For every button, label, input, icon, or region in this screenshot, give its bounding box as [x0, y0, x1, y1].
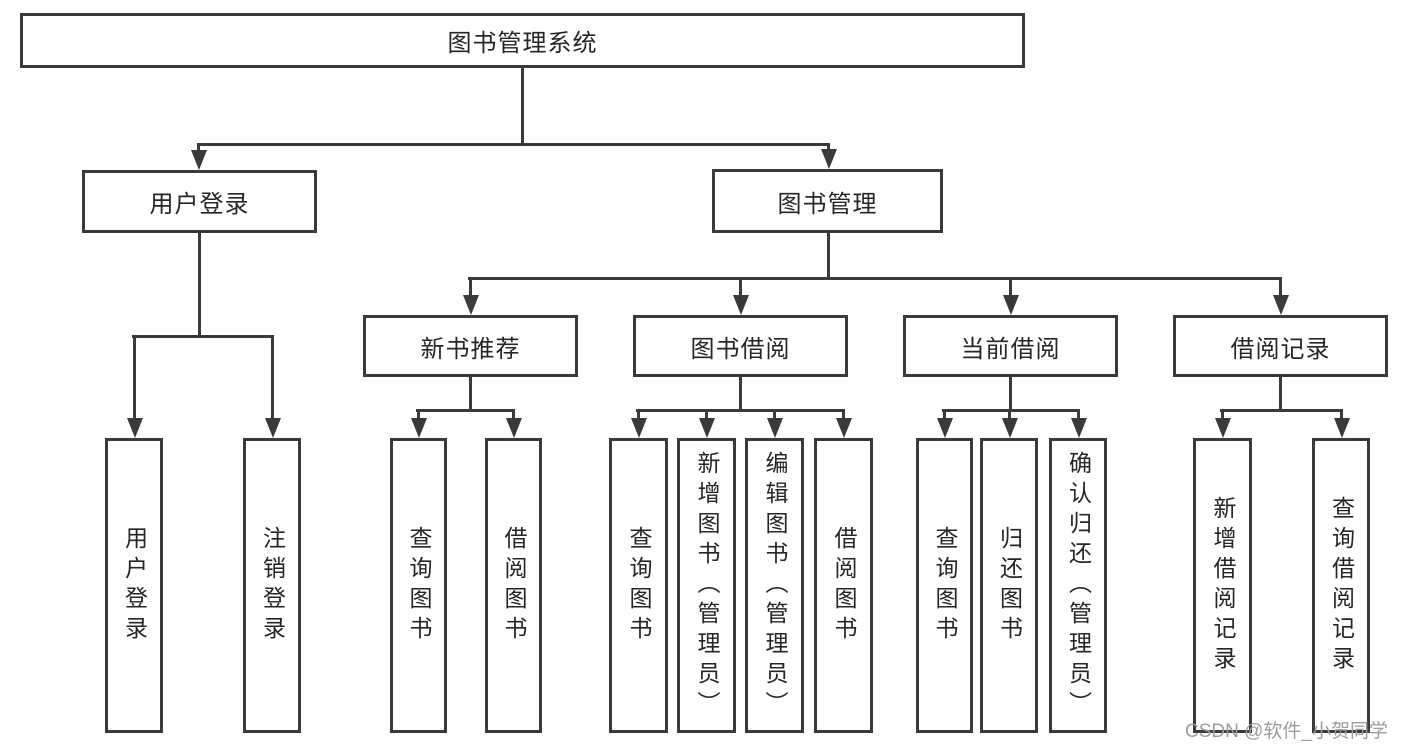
node-label: 图书管理系统	[447, 30, 598, 57]
connector-book-management-stem	[827, 233, 830, 277]
leaf-borrow-books-1: 借阅图书	[485, 438, 542, 733]
node-new-book-recommendation: 新书推荐	[363, 315, 578, 377]
node-borrowing-records: 借阅记录	[1173, 315, 1388, 377]
leaf-confirm-return-admin: 确认归还（管理员）	[1049, 438, 1107, 733]
connector-arrow-br-add	[1221, 409, 1224, 418]
connector-current-borrow-stem	[1009, 377, 1012, 409]
connector-arrow-new-book	[469, 277, 472, 295]
leaf-return-books: 归还图书	[980, 438, 1038, 733]
connector-new-book-bar	[416, 409, 515, 412]
connector-arrow-book-management	[827, 143, 830, 149]
leaf-user-login: 用户登录	[105, 438, 163, 733]
leaf-query-books-2: 查询图书	[609, 438, 668, 733]
leaf-query-books-1: 查询图书	[390, 438, 447, 733]
node-current-borrowing: 当前借阅	[903, 315, 1118, 377]
watermark-csdn: CSDN @软件_小贺同学	[1185, 721, 1388, 742]
connector-arrow-br-query	[1340, 409, 1343, 418]
connector-user-login-bar	[132, 335, 273, 338]
node-label: 用户登录	[149, 191, 250, 218]
leaf-borrow-books-2: 借阅图书	[814, 438, 873, 733]
connector-book-borrow-bar	[636, 409, 845, 412]
leaf-label: 新增借阅记录	[1210, 495, 1236, 676]
connector-current-borrow-bar	[942, 409, 1080, 412]
leaf-label: 借阅图书	[501, 525, 527, 646]
connector-arrow-user-login	[197, 143, 200, 150]
connector-root-bar	[197, 143, 830, 146]
connector-arrow-book-borrow	[739, 277, 742, 295]
connector-arrow-bb-add	[705, 409, 708, 418]
connector-arrow-nb-borrow	[512, 409, 515, 418]
connector-arrow-cb-confirm	[1077, 409, 1080, 418]
node-label: 图书借阅	[690, 335, 791, 363]
leaf-add-books-admin: 新增图书（管理员）	[677, 438, 736, 733]
leaf-label: 查询图书	[406, 525, 432, 646]
leaf-add-borrow-record: 新增借阅记录	[1193, 438, 1252, 733]
node-label: 图书管理	[777, 190, 878, 218]
node-label: 新书推荐	[420, 335, 521, 363]
node-book-management: 图书管理	[712, 169, 943, 233]
node-label: 当前借阅	[960, 335, 1061, 363]
leaf-label: 新增图书（管理员）	[694, 450, 720, 721]
leaf-edit-books-admin: 编辑图书（管理员）	[745, 438, 804, 733]
connector-root-stem	[521, 68, 524, 143]
connector-book-borrow-stem	[739, 377, 742, 409]
leaf-label: 确认归还（管理员）	[1065, 450, 1092, 721]
leaf-query-books-3: 查询图书	[916, 438, 973, 733]
connector-book-management-bar	[468, 277, 1281, 280]
connector-borrow-records-stem	[1279, 377, 1282, 409]
connector-arrow-borrow-records	[1279, 277, 1282, 295]
connector-arrow-bb-edit	[773, 409, 776, 418]
connector-arrow-current-borrow	[1009, 277, 1012, 295]
leaf-label: 编辑图书（管理员）	[762, 450, 788, 721]
leaf-label: 查询借阅记录	[1328, 495, 1355, 676]
connector-arrow-bb-borrow	[842, 409, 845, 418]
leaf-query-borrow-record: 查询借阅记录	[1312, 438, 1370, 733]
connector-user-login-stem	[198, 233, 201, 335]
leaf-label: 用户登录	[121, 525, 148, 646]
leaf-label: 归还图书	[996, 525, 1023, 646]
connector-arrow-bb-query	[637, 409, 640, 418]
connector-arrow-leaf-logout	[271, 335, 274, 418]
leaf-label: 查询图书	[932, 525, 958, 646]
leaf-label: 注销登录	[259, 525, 286, 646]
connector-borrow-records-bar	[1220, 409, 1343, 412]
connector-arrow-cb-query	[943, 409, 946, 418]
node-user-login: 用户登录	[82, 170, 317, 233]
connector-arrow-cb-return	[1008, 409, 1011, 418]
node-library-management-system: 图书管理系统	[20, 13, 1025, 68]
connector-arrow-leaf-user-login	[133, 335, 136, 418]
leaf-label: 借阅图书	[831, 525, 857, 646]
node-book-borrowing: 图书借阅	[633, 315, 848, 377]
connector-new-book-stem	[469, 377, 472, 409]
leaf-label: 查询图书	[626, 525, 652, 646]
leaf-logout: 注销登录	[243, 438, 301, 733]
connector-arrow-nb-query	[417, 409, 420, 418]
node-label: 借阅记录	[1230, 335, 1331, 363]
